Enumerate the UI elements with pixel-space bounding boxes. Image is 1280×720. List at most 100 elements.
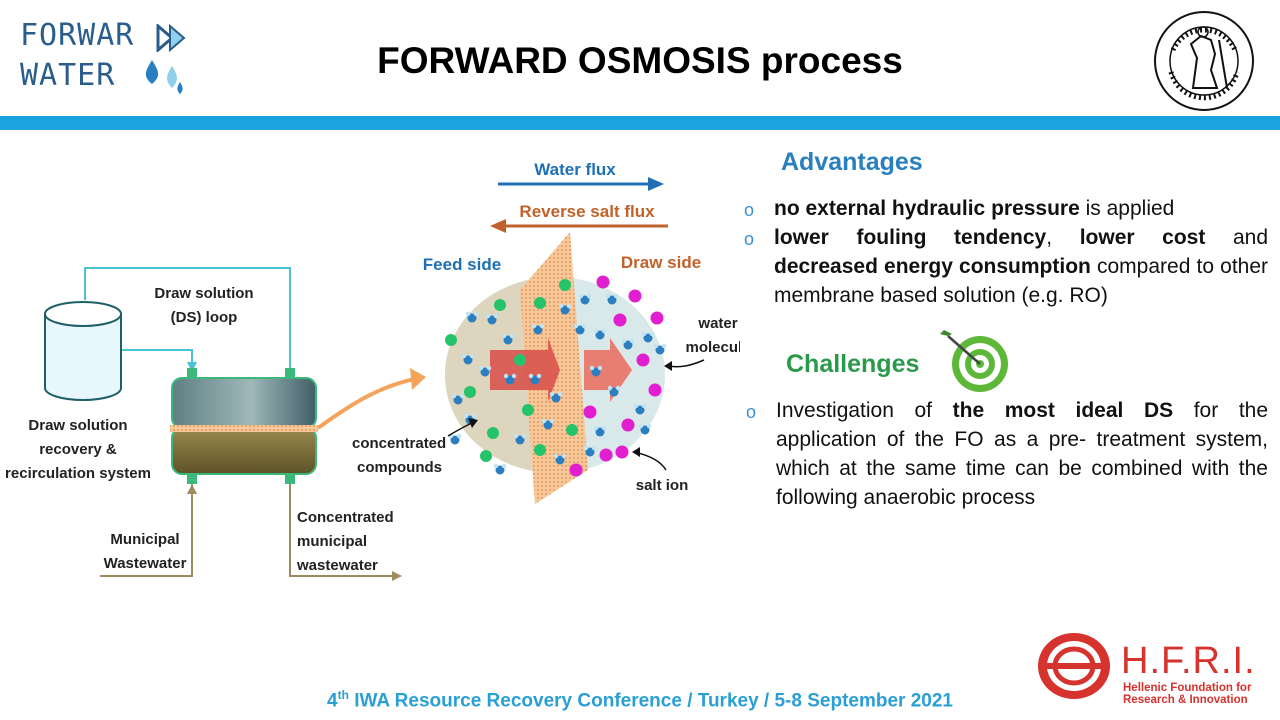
- water-hydrogen-icon: [591, 445, 597, 451]
- water-hydrogen-icon: [593, 425, 599, 431]
- municipal-label-2: Wastewater: [104, 555, 187, 572]
- water-hydrogen-icon: [536, 373, 542, 379]
- water-hydrogen-icon: [501, 463, 507, 469]
- water-hydrogen-icon: [649, 331, 655, 337]
- water-molecule-icon: [530, 375, 540, 385]
- concentrated-label-3: wastewater: [296, 557, 378, 574]
- water-molecule-label-1: water: [697, 315, 737, 332]
- water-molecule-label-2: molecule: [685, 339, 740, 356]
- water-molecule-icon: [575, 325, 585, 335]
- water-hydrogen-icon: [586, 293, 592, 299]
- water-molecule-icon: [453, 395, 463, 405]
- water-hydrogen-icon: [549, 418, 555, 424]
- water-hydrogen-icon: [478, 365, 484, 371]
- water-molecule-icon: [580, 295, 590, 305]
- advantage-1-rest: is applied: [1079, 197, 1175, 220]
- water-hydrogen-icon: [513, 433, 519, 439]
- salt-ion-icon: [621, 418, 635, 432]
- water-hydrogen-icon: [633, 403, 639, 409]
- draw-solution-tank: [44, 301, 122, 401]
- recovery-label-1: Draw solution: [28, 417, 127, 434]
- page-title: FORWARD OSMOSIS process: [377, 40, 903, 81]
- advantage-1-bold: no external hydraulic pressure: [774, 197, 1080, 220]
- green-compound-icon: [464, 386, 476, 398]
- hfri-subtitle: Hellenic Foundation for Research & Innov…: [1123, 682, 1251, 706]
- water-hydrogen-icon: [503, 373, 509, 379]
- water-molecule-icon: [623, 340, 633, 350]
- water-molecule-icon: [595, 330, 605, 340]
- water-hydrogen-icon: [486, 365, 492, 371]
- water-hydrogen-icon: [493, 313, 499, 319]
- advantage-bullet-1-icon: o: [744, 200, 755, 220]
- water-molecule-icon: [551, 393, 561, 403]
- water-molecule-icon: [585, 447, 595, 457]
- draw-side-label: Draw side: [621, 253, 701, 272]
- hfri-emblem-icon: [1038, 633, 1110, 699]
- advantage-2-sep-1: ,: [1046, 226, 1080, 249]
- green-compound-icon: [480, 450, 492, 462]
- water-hydrogen-icon: [615, 385, 621, 391]
- concentrated-compounds-label-1: concentrated: [352, 435, 446, 452]
- water-molecule-icon: [463, 355, 473, 365]
- water-hydrogen-icon: [549, 391, 555, 397]
- hfri-name: H.F.R.I.: [1121, 640, 1256, 682]
- water-hydrogen-icon: [561, 453, 567, 459]
- water-hydrogen-icon: [641, 403, 647, 409]
- water-hydrogen-icon: [581, 323, 587, 329]
- recovery-label-2: recovery &: [39, 441, 117, 458]
- salt-ion-icon: [583, 405, 597, 419]
- recovery-label-3: recirculation system: [5, 465, 151, 482]
- forward-water-logo: FORWAR WATER: [20, 18, 195, 98]
- water-hydrogen-icon: [539, 323, 545, 329]
- water-hydrogen-icon: [589, 365, 595, 371]
- salt-ion-icon: [613, 313, 627, 327]
- water-hydrogen-icon: [463, 413, 469, 419]
- water-hydrogen-icon: [557, 391, 563, 397]
- membrane-module: [170, 368, 318, 484]
- water-hydrogen-icon: [629, 338, 635, 344]
- water-molecule-icon: [643, 333, 653, 343]
- water-molecule-icon: [607, 295, 617, 305]
- salt-ion-icon: [648, 383, 662, 397]
- water-molecule-icon: [595, 427, 605, 437]
- water-molecule-icon: [505, 375, 515, 385]
- water-flux-label: Water flux: [534, 160, 616, 179]
- water-hydrogen-icon: [509, 333, 515, 339]
- water-hydrogen-icon: [621, 338, 627, 344]
- water-hydrogen-icon: [528, 373, 534, 379]
- challenge-item-1: Investigation of the most ideal DS for t…: [776, 396, 1268, 512]
- green-compound-icon: [514, 354, 526, 366]
- water-hydrogen-icon: [593, 328, 599, 334]
- water-hydrogen-icon: [613, 293, 619, 299]
- water-hydrogen-icon: [605, 293, 611, 299]
- target-icon: [940, 330, 1008, 392]
- water-molecule-icon: [591, 367, 601, 377]
- water-molecule-icon: [515, 435, 525, 445]
- water-hydrogen-icon: [573, 323, 579, 329]
- footer-rest: IWA Resource Recovery Conference / Turke…: [348, 690, 953, 712]
- water-hydrogen-icon: [566, 303, 572, 309]
- water-drops-icon: [145, 60, 183, 94]
- water-hydrogen-icon: [541, 418, 547, 424]
- water-hydrogen-icon: [638, 423, 644, 429]
- water-molecule-icon: [495, 465, 505, 475]
- water-hydrogen-icon: [601, 425, 607, 431]
- water-molecule-icon: [543, 420, 553, 430]
- green-compound-icon: [566, 424, 578, 436]
- water-hydrogen-icon: [578, 293, 584, 299]
- water-hydrogen-icon: [459, 393, 465, 399]
- advantage-2-bold-3: decreased energy consumption: [774, 255, 1091, 278]
- logo-arrows-icon: [156, 24, 186, 52]
- water-molecule-icon: [560, 305, 570, 315]
- advantage-2-bold-1: lower fouling tendency: [774, 226, 1047, 249]
- salt-ion-icon: [615, 445, 629, 459]
- water-molecule-icon: [609, 387, 619, 397]
- salt-ion-icon: [599, 448, 613, 462]
- advantage-item-1: no external hydraulic pressure is applie…: [774, 194, 1268, 223]
- salt-ion-label: salt ion: [636, 477, 689, 494]
- water-hydrogen-icon: [597, 365, 603, 371]
- green-compound-icon: [534, 444, 546, 456]
- water-molecule-icon: [533, 325, 543, 335]
- footer-conference: 4th IWA Resource Recovery Conference / T…: [0, 688, 1280, 712]
- concentrated-compounds-label-2: compounds: [357, 459, 442, 476]
